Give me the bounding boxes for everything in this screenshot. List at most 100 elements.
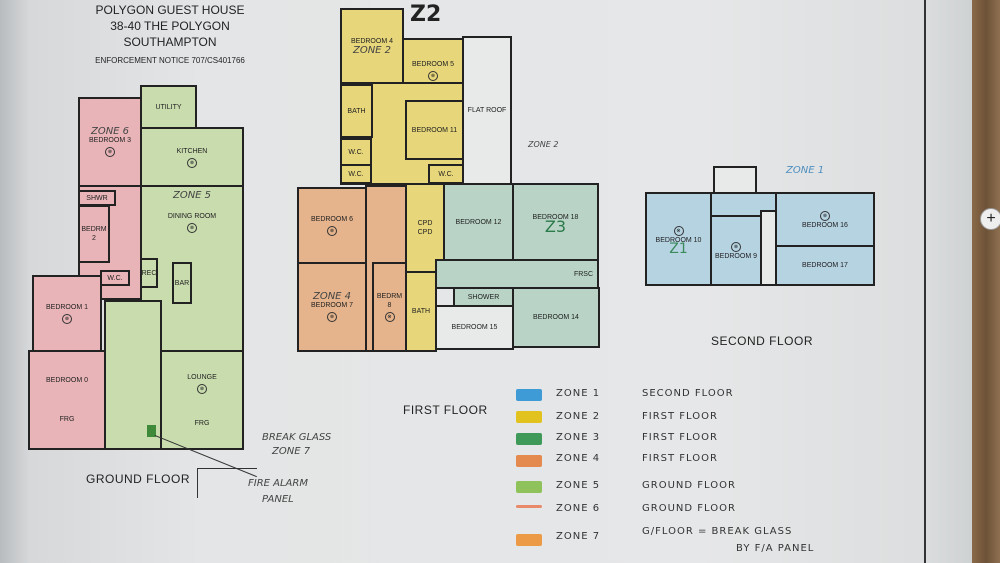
zone-label: ZONE 6 xyxy=(90,126,130,137)
detector-icon: ⊗ xyxy=(428,70,438,81)
room-bedrm-8: BEDRM 8 ⊗ xyxy=(372,262,407,352)
legend-zone: ZONE 2 xyxy=(556,411,601,422)
room-label: W.C. xyxy=(348,148,364,156)
detector-icon: ⊗ xyxy=(105,147,115,157)
room-kitchen: KITCHEN ⊗ xyxy=(140,127,244,187)
frg-label: FRG xyxy=(59,416,75,423)
detector-icon: ⊗ xyxy=(327,226,337,236)
room-bedroom-6: BEDROOM 6⊗ xyxy=(297,187,367,264)
room-bedroom-14: BEDROOM 14 xyxy=(512,287,600,348)
title: POLYGON GUEST HOUSE xyxy=(95,3,245,17)
room-label: BATH xyxy=(347,107,366,115)
flat-roof: FLAT ROOF xyxy=(462,36,512,185)
room-wc-3: W.C. xyxy=(428,164,464,184)
first-floor-label: FIRST FLOOR xyxy=(403,403,488,417)
room-label: BEDRM 2 xyxy=(81,226,107,242)
cupboard-label: CPD xyxy=(417,229,433,236)
legend-zone: ZONE 4 xyxy=(556,453,601,464)
legend-floor: GROUND FLOOR xyxy=(642,503,736,514)
detector-icon: ⊗ xyxy=(673,226,684,236)
zone-label: ZONE 5 xyxy=(172,190,212,201)
room-bedroom-0: BEDROOM 0 FRG xyxy=(28,350,106,450)
room-wc-2: W.C. xyxy=(340,164,372,184)
legend-floor: SECOND FLOOR xyxy=(642,388,734,399)
room-label: BEDROOM 18 xyxy=(532,214,579,221)
board-edge xyxy=(924,0,926,563)
room-label: SHOWER xyxy=(467,293,500,301)
room-label: W.C. xyxy=(107,274,123,282)
wall-background xyxy=(972,0,1000,563)
ground-floor-label: GROUND FLOOR xyxy=(86,472,191,486)
room-bedroom-17: BEDROOM 17 xyxy=(775,245,875,286)
panel-line xyxy=(197,468,257,469)
detector-icon: ⊗ xyxy=(197,383,207,394)
legend-floor-note: BY F/A PANEL xyxy=(736,543,815,554)
room-label: DINING ROOM xyxy=(167,213,217,220)
fire-alarm-note: FIRE ALARM xyxy=(248,478,308,489)
legend-zone: ZONE 1 xyxy=(556,388,601,399)
z2-label: Z2 xyxy=(410,2,442,27)
room-label: BEDROOM 3 xyxy=(88,137,131,144)
legend-swatch-zone-6 xyxy=(516,505,542,508)
room-label: REC xyxy=(141,269,157,277)
legend-floor: FIRST FLOOR xyxy=(642,411,718,422)
room-bar: BAR xyxy=(172,262,192,304)
frsc-label: FRSC xyxy=(573,270,593,278)
room-bedroom-11: BEDROOM 11 xyxy=(405,100,464,160)
second-floor-label: SECOND FLOOR xyxy=(711,334,814,348)
room-bedroom-9: ⊗BEDROOM 9 xyxy=(710,215,762,286)
legend-swatch-zone-2 xyxy=(516,411,542,423)
detector-icon: ⊗ xyxy=(187,223,197,233)
room-label: KITCHEN xyxy=(176,147,208,155)
city: SOUTHAMPTON xyxy=(123,35,217,49)
zone-label: ZONE 2 xyxy=(352,45,392,56)
room-label: BEDRM 8 xyxy=(376,293,403,309)
room-shower: SHOWER xyxy=(453,287,514,307)
room-label: LOUNGE xyxy=(187,373,217,381)
detector-icon: ⊗ xyxy=(820,211,830,221)
room-bath: BATH xyxy=(340,84,373,138)
frg-label: FRG xyxy=(194,419,210,427)
break-glass-zone: ZONE 7 xyxy=(272,446,311,457)
cupboard-label: CPD xyxy=(417,220,433,227)
legend-swatch-zone-5 xyxy=(516,481,542,493)
room-wc: W.C. xyxy=(100,270,130,286)
room-label: BEDROOM 1 xyxy=(45,304,88,311)
stairwell xyxy=(713,166,757,194)
roof-zone-note: ZONE 2 xyxy=(528,140,559,149)
room-shower: SHWR xyxy=(78,190,116,206)
room-rec: REC xyxy=(140,258,158,288)
room-bedroom-1: BEDROOM 1⊗ xyxy=(32,275,102,352)
room-label: BEDROOM 17 xyxy=(802,262,848,269)
room-label: BAR xyxy=(174,279,190,287)
room-label: BEDROOM 0 xyxy=(45,377,88,384)
room-label: W.C. xyxy=(348,170,364,178)
break-glass-marker xyxy=(147,425,156,437)
room-bedroom-16: ⊗BEDROOM 16 xyxy=(775,192,875,247)
screw-icon: + xyxy=(980,208,1000,230)
room-label: BEDROOM 4 xyxy=(350,38,393,45)
room-wc-1: W.C. xyxy=(340,138,372,166)
legend-floor: GROUND FLOOR xyxy=(642,480,736,491)
legend-swatch-zone-3 xyxy=(516,433,542,445)
detector-icon: ⊗ xyxy=(384,312,395,322)
room-label: FLAT ROOF xyxy=(467,107,507,114)
break-glass-note: BREAK GLASS xyxy=(262,432,332,443)
room-bedrm-2: BEDRM 2 xyxy=(78,205,110,263)
room-label: W.C. xyxy=(438,170,454,178)
legend-zone: ZONE 7 xyxy=(556,531,601,542)
legend-floor: FIRST FLOOR xyxy=(642,432,718,443)
room-label: BEDROOM 9 xyxy=(714,253,757,260)
fire-alarm-panel-note: PANEL xyxy=(262,494,294,505)
room-bath-2: BATH xyxy=(405,271,437,352)
legend-zone: ZONE 5 xyxy=(556,480,601,491)
room-label: BEDROOM 16 xyxy=(802,222,848,229)
detector-icon: ⊗ xyxy=(187,157,197,168)
legend-swatch-zone-7 xyxy=(516,534,542,546)
detector-icon: ⊗ xyxy=(327,312,337,322)
room-label: BATH xyxy=(411,308,431,315)
z3-label: Z3 xyxy=(544,217,567,236)
